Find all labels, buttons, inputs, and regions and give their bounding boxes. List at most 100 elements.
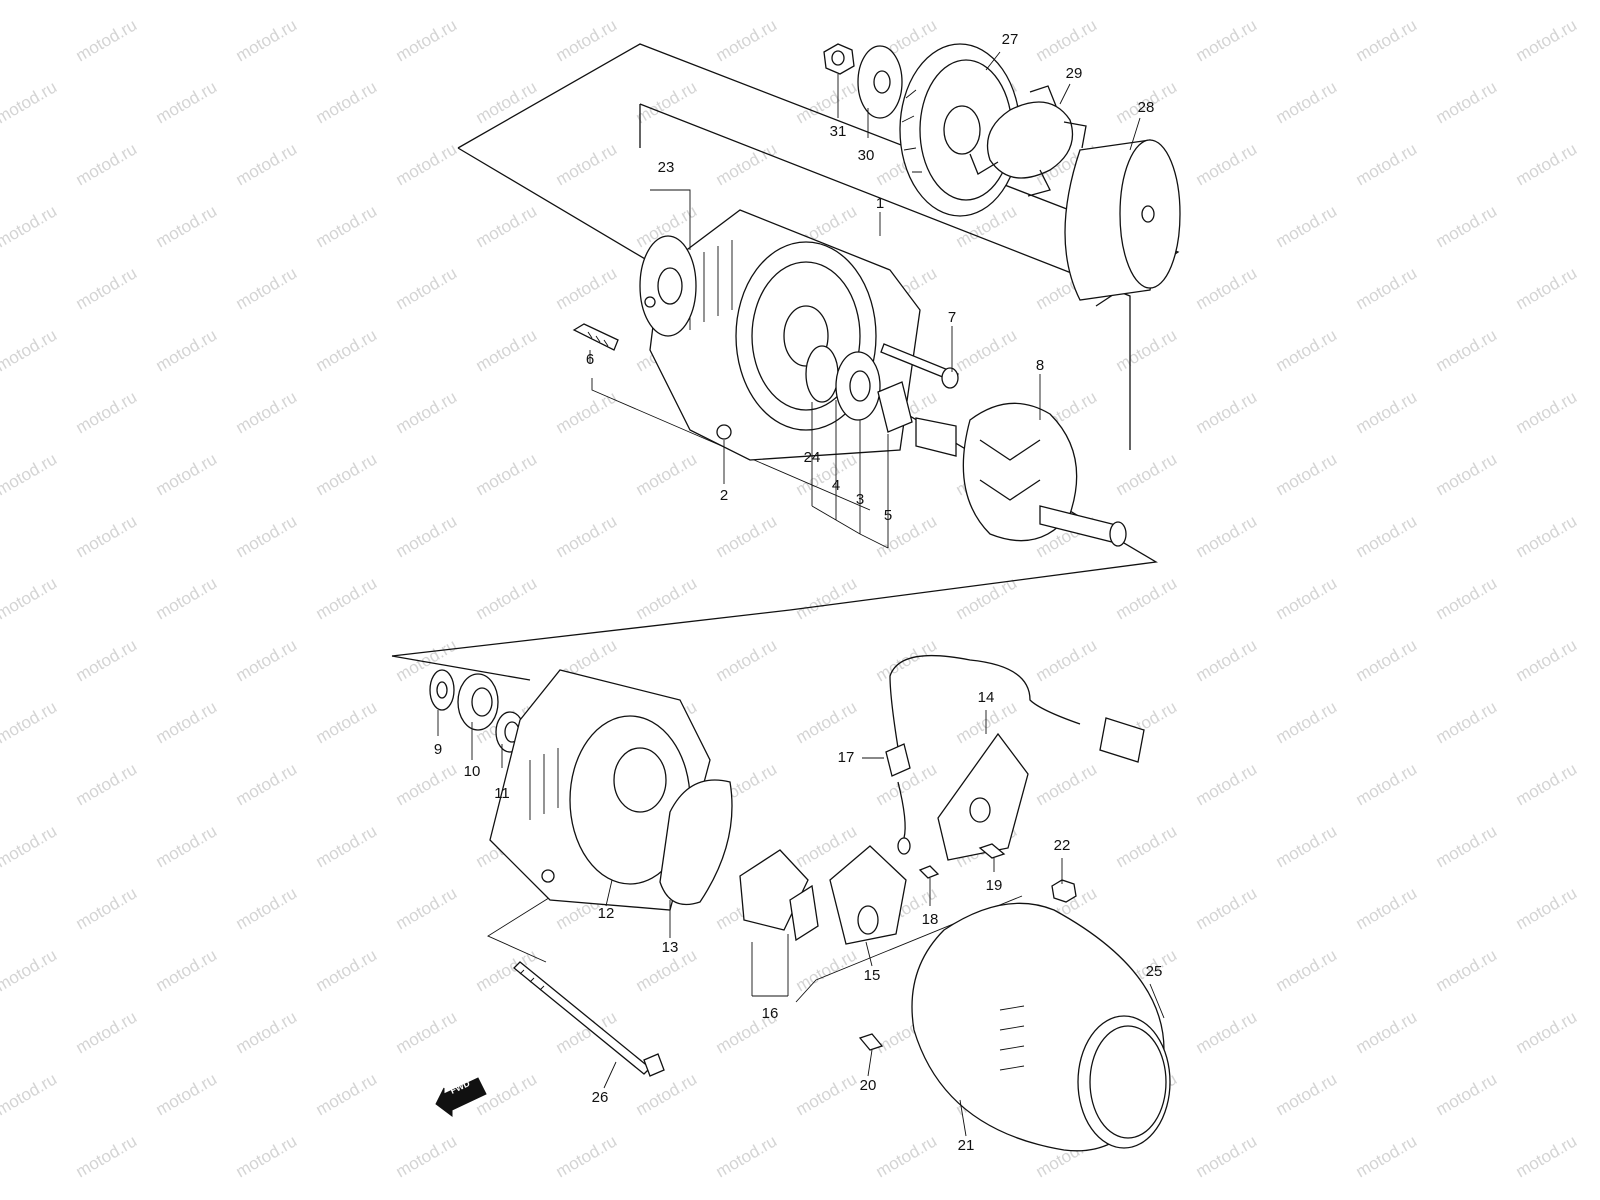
watermark-text: motod.ru [1353,511,1421,561]
callout-10: 10 [464,763,481,780]
watermark-text: motod.ru [1273,1069,1341,1119]
watermark-text: motod.ru [1513,635,1581,685]
watermark-text: motod.ru [153,449,221,499]
insulator-13 [659,779,733,906]
watermark-text: motod.ru [1273,945,1341,995]
watermark-text: motod.ru [313,821,381,871]
regulator-16 [739,849,819,942]
watermark-text: motod.ru [1433,573,1501,623]
callout-31: 31 [830,123,847,140]
screw-6 [572,323,619,351]
cover-28 [1064,139,1181,301]
watermark-text: motod.ru [393,511,461,561]
watermark-text: motod.ru [313,201,381,251]
watermark-text: motod.ru [153,325,221,375]
watermark-text: motod.ru [1433,77,1501,127]
watermark-text: motod.ru [233,15,301,65]
callout-11: 11 [494,785,510,802]
watermark-text: motod.ru [153,1069,221,1119]
watermark-text: motod.ru [1513,759,1581,809]
watermark-text: motod.ru [313,1069,381,1119]
screw-18 [918,865,940,879]
watermark-text: motod.ru [233,1131,301,1181]
callout-26: 26 [592,1089,609,1106]
watermark-text: motod.ru [1193,387,1261,437]
watermark-text: motod.ru [873,1131,941,1181]
watermark-text: motod.ru [233,387,301,437]
watermark-text: motod.ru [553,139,621,189]
watermark-text: motod.ru [73,15,141,65]
callout-8: 8 [1036,357,1044,374]
watermark-text: motod.ru [233,1007,301,1057]
washer-30 [857,45,903,119]
watermark-text: motod.ru [233,883,301,933]
washer-9 [429,669,455,711]
through-bolt-26 [513,961,665,1077]
callout-6: 6 [586,351,594,368]
callout-18: 18 [922,911,939,928]
watermark-text: motod.ru [393,1007,461,1057]
end-cap-25 [1077,1015,1171,1149]
rotor-8 [915,402,1127,547]
screw-20 [858,1033,884,1051]
watermark-text: motod.ru [1513,139,1581,189]
pulley-group [823,43,1181,301]
watermark-text: motod.ru [1353,1007,1421,1057]
watermark-text: motod.ru [313,945,381,995]
callout-19: 19 [986,877,1003,894]
callout-30: 30 [858,147,875,164]
watermark-text: motod.ru [1113,821,1181,871]
watermark-text: motod.ru [73,263,141,313]
callout-14: 14 [978,689,995,706]
watermark-text: motod.ru [0,449,60,499]
watermark-text: motod.ru [473,201,541,251]
watermark-text: motod.ru [393,1131,461,1181]
watermark-text: motod.ru [553,1007,621,1057]
bearing-stack [805,345,913,433]
watermark-text: motod.ru [73,883,141,933]
watermark-text: motod.ru [1193,883,1261,933]
callout-12: 12 [598,905,615,922]
stud-7 [880,343,959,389]
watermark-text: motod.ru [1353,883,1421,933]
callout-3: 3 [856,491,864,508]
watermark-text: motod.ru [1433,697,1501,747]
watermark-text: motod.ru [1193,1007,1261,1057]
watermark-text: motod.ru [1353,139,1421,189]
watermark-text: motod.ru [793,1069,861,1119]
watermark-text: motod.ru [393,759,461,809]
watermark-text: motod.ru [793,77,861,127]
callout-9: 9 [434,741,442,758]
watermark-text: motod.ru [0,77,60,127]
watermark-text: motod.ru [1513,263,1581,313]
watermark-text: motod.ru [473,325,541,375]
watermark-text: motod.ru [153,945,221,995]
watermark-text: motod.ru [553,1131,621,1181]
watermark-text: motod.ru [233,511,301,561]
callout-29: 29 [1066,65,1083,82]
callout-7: 7 [948,309,956,326]
callout-16: 16 [762,1005,779,1022]
screw-19 [978,843,1006,859]
watermark-text: motod.ru [713,15,781,65]
watermark-text: motod.ru [393,139,461,189]
watermark-text: motod.ru [153,573,221,623]
watermark-text: motod.ru [233,759,301,809]
watermark-text: motod.ru [1113,449,1181,499]
lower-assembly: FWD [391,609,1171,1152]
watermark-text: motod.ru [1353,1131,1421,1181]
watermark-text: motod.ru [1193,1131,1261,1181]
watermark-text: motod.ru [233,263,301,313]
watermark-text: motod.ru [793,697,861,747]
callout-28: 28 [1138,99,1155,116]
watermark-text: motod.ru [1113,325,1181,375]
watermark-text: motod.ru [153,821,221,871]
watermark-text: motod.ru [1353,635,1421,685]
watermark-text: motod.ru [473,573,541,623]
watermark-text: motod.ru [1513,15,1581,65]
watermark-text: motod.ru [0,945,60,995]
watermark-text: motod.ru [1433,821,1501,871]
watermark-text: motod.ru [0,573,60,623]
watermark-text: motod.ru [73,387,141,437]
